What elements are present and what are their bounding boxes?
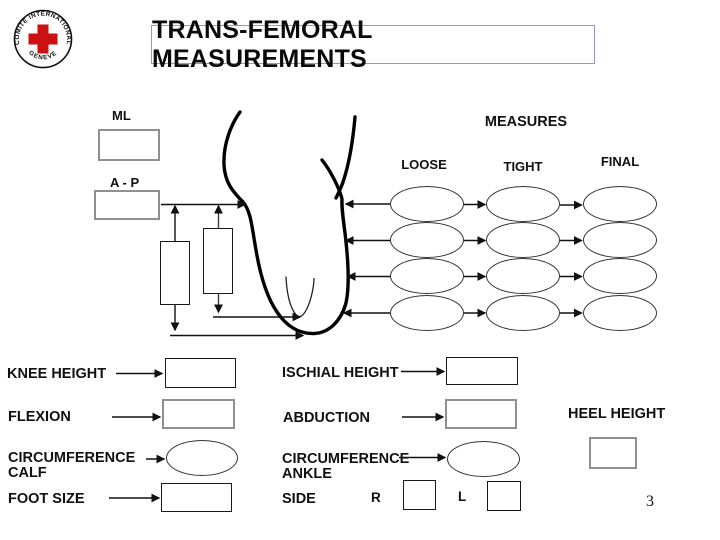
heel-height-label: HEEL HEIGHT xyxy=(568,406,666,422)
page-number: 3 xyxy=(646,493,654,510)
ml-value-box xyxy=(98,129,160,161)
measure-ellipse-loose-r3 xyxy=(390,258,464,294)
circumference-calf-value-ellipse xyxy=(166,440,238,476)
column-header-loose: LOOSE xyxy=(401,157,447,172)
side-left-checkbox xyxy=(487,481,521,511)
ap-value-box xyxy=(94,190,160,220)
ap-label: A - P xyxy=(110,175,140,190)
measure-ellipse-final-r1 xyxy=(583,186,657,222)
knee-height-value-box xyxy=(165,358,236,388)
length-value-box-outer xyxy=(160,241,190,305)
side-label: SIDE xyxy=(282,491,316,507)
column-header-final: FINAL xyxy=(600,154,640,169)
ml-label: ML xyxy=(112,108,131,123)
foot-size-label: FOOT SIZE xyxy=(8,491,85,507)
measure-ellipse-loose-r4 xyxy=(390,295,464,331)
title-box: TRANS-FEMORAL MEASUREMENTS xyxy=(151,16,595,73)
measure-ellipse-loose-r2 xyxy=(390,222,464,258)
measure-ellipse-final-r3 xyxy=(583,258,657,294)
measure-ellipse-tight-r4 xyxy=(486,295,560,331)
circumference-ankle-label: CIRCUMFERENCE ANKLE xyxy=(282,452,409,482)
knee-height-label: KNEE HEIGHT xyxy=(7,366,107,382)
heel-height-value-box xyxy=(589,437,637,469)
limb-outline xyxy=(222,110,350,336)
measure-ellipse-final-r4 xyxy=(583,295,657,331)
red-cross-icon xyxy=(28,24,58,54)
circumference-calf-label: CIRCUMFERENCE CALF xyxy=(8,451,135,481)
flexion-label: FLEXION xyxy=(8,409,71,425)
measures-header: MEASURES xyxy=(484,114,568,130)
circumference-ankle-label-line2: ANKLE xyxy=(282,466,332,482)
foot-size-value-box xyxy=(161,483,232,512)
abduction-value-box xyxy=(445,399,517,429)
icrc-logo: COMITE INTERNATIONAL GENEVE xyxy=(13,9,73,69)
circumference-calf-label-line2: CALF xyxy=(8,465,47,481)
circumference-ankle-value-ellipse xyxy=(447,441,520,477)
slide-title: TRANS-FEMORAL MEASUREMENTS xyxy=(152,15,373,73)
measure-ellipse-tight-r3 xyxy=(486,258,560,294)
measure-ellipse-final-r2 xyxy=(583,222,657,258)
length-value-box-inner xyxy=(203,228,233,294)
torso-line xyxy=(334,115,357,200)
distal-end-curve xyxy=(285,276,315,318)
side-right-label: R xyxy=(371,490,381,505)
measure-ellipse-loose-r1 xyxy=(390,186,464,222)
ischial-height-value-box xyxy=(446,357,518,385)
column-header-tight: TIGHT xyxy=(503,159,543,174)
side-right-checkbox xyxy=(403,480,436,510)
measure-ellipse-tight-r2 xyxy=(486,222,560,258)
circumference-calf-label-line1: CIRCUMFERENCE xyxy=(8,450,136,466)
ischial-height-label: ISCHIAL HEIGHT xyxy=(282,365,399,381)
circumference-ankle-label-line1: CIRCUMFERENCE xyxy=(282,451,410,467)
side-left-label: L xyxy=(458,489,467,504)
flexion-value-box xyxy=(162,399,235,429)
measure-ellipse-tight-r1 xyxy=(486,186,560,222)
abduction-label: ABDUCTION xyxy=(283,410,370,426)
